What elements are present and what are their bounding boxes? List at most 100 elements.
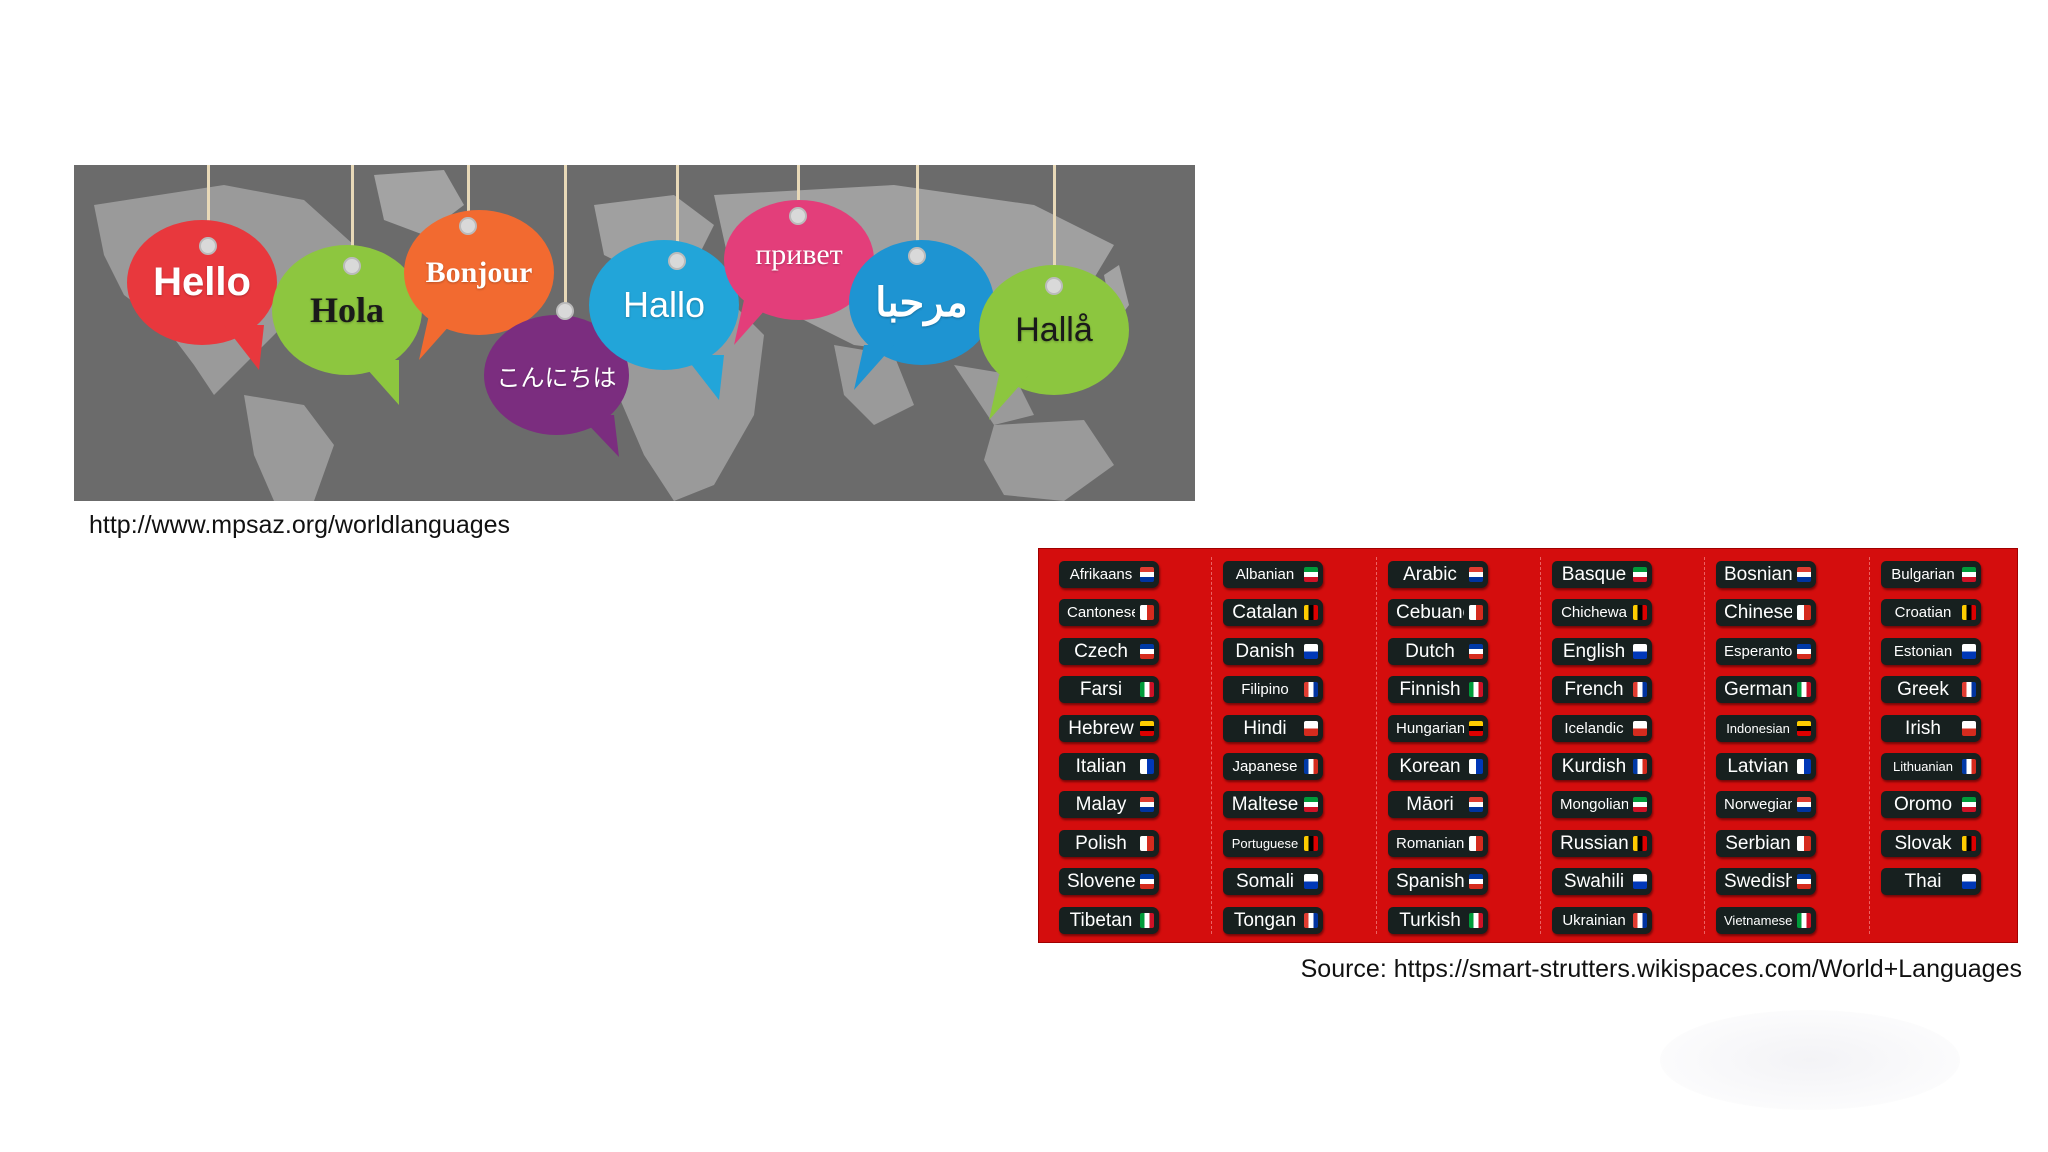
string-knot	[1045, 277, 1063, 295]
language-tag: Kurdish	[1552, 753, 1652, 780]
column-divider	[1376, 557, 1377, 934]
flag-icon	[1469, 759, 1483, 774]
language-tag: Latvian	[1716, 753, 1816, 780]
language-tag: Arabic	[1388, 561, 1488, 588]
language-label: Danish	[1235, 640, 1295, 662]
flag-icon	[1140, 759, 1154, 774]
language-label: Chinese	[1724, 602, 1792, 624]
language-label: Greek	[1897, 679, 1949, 701]
language-label: Icelandic	[1564, 719, 1624, 737]
flag-icon	[1962, 605, 1976, 621]
language-label: Portuguese	[1231, 835, 1299, 851]
language-tag: Korean	[1388, 753, 1488, 780]
language-tag: Catalan	[1223, 599, 1323, 627]
language-tag: Serbian	[1716, 829, 1816, 857]
bubble-text: Hallå	[1015, 310, 1093, 349]
speech-bubble-bonjour: Bonjour	[404, 210, 554, 335]
language-label: Hindi	[1243, 717, 1287, 739]
language-tag: Maltese	[1223, 791, 1323, 819]
language-tag: Italian	[1059, 753, 1159, 780]
language-label: Estonian	[1893, 642, 1953, 660]
bubble-text: привет	[755, 238, 843, 271]
language-tag: Cantonese	[1059, 599, 1159, 627]
language-tag: Esperanto	[1716, 637, 1816, 665]
language-tag: Filipino	[1223, 676, 1323, 704]
flag-icon	[1797, 567, 1811, 582]
language-label: Maltese	[1231, 794, 1299, 816]
language-label: Indonesian	[1726, 720, 1790, 736]
language-tag: Finnish	[1388, 676, 1488, 704]
bubble-tail	[854, 345, 894, 390]
string-knot	[459, 217, 477, 235]
bubble-text: こんにちは	[496, 364, 617, 392]
flag-icon	[1469, 605, 1483, 621]
flag-icon	[1633, 682, 1647, 698]
flag-icon	[1304, 682, 1318, 698]
flag-icon	[1633, 720, 1647, 736]
language-tag: Swahili	[1552, 868, 1652, 896]
flag-icon	[1797, 682, 1811, 698]
flag-icon	[1633, 797, 1647, 813]
language-tag: Russian	[1552, 829, 1652, 857]
language-label: Somali	[1235, 871, 1295, 893]
language-tag: Vietnamese	[1716, 906, 1816, 934]
flag-icon	[1797, 759, 1811, 774]
language-tag: Greek	[1881, 676, 1981, 704]
language-tag: Slovene	[1059, 868, 1159, 896]
language-tag: Malay	[1059, 791, 1159, 819]
language-tag: Ukrainian	[1552, 906, 1652, 934]
flag-icon	[1797, 874, 1811, 890]
flag-icon	[1469, 720, 1483, 736]
language-tag: Bulgarian	[1881, 561, 1981, 588]
flag-icon	[1633, 874, 1647, 890]
language-label: Hebrew	[1068, 717, 1134, 739]
bubble-tail	[989, 375, 1029, 420]
banner-source-caption: http://www.mpsaz.org/worldlanguages	[89, 511, 511, 539]
language-tag: Chichewa	[1552, 599, 1652, 627]
language-label: Irish	[1905, 717, 1941, 739]
flag-icon	[1140, 682, 1154, 698]
column-divider	[1704, 557, 1705, 934]
language-label: Korean	[1399, 756, 1461, 777]
language-label: Farsi	[1079, 679, 1123, 701]
bubble-tail	[359, 360, 399, 405]
language-label: German	[1724, 679, 1792, 701]
language-tag: Swedish	[1716, 868, 1816, 896]
language-tag: Tongan	[1223, 906, 1323, 934]
language-tag: French	[1552, 676, 1652, 704]
flag-icon	[1633, 643, 1647, 659]
language-label: Dutch	[1405, 640, 1455, 662]
language-label: Polish	[1075, 832, 1127, 854]
language-label: Māori	[1406, 794, 1454, 816]
language-label: Tibetan	[1069, 909, 1133, 931]
language-label: Swedish	[1724, 871, 1792, 893]
language-tag: Portuguese	[1223, 829, 1323, 857]
language-label: Japanese	[1232, 758, 1298, 775]
flag-icon	[1962, 720, 1976, 736]
flag-icon	[1962, 567, 1976, 582]
flag-icon	[1797, 797, 1811, 813]
language-tag: Dutch	[1388, 637, 1488, 665]
language-label: English	[1562, 640, 1626, 662]
language-label: Swahili	[1563, 871, 1625, 893]
language-tag: Chinese	[1716, 599, 1816, 627]
language-tag: Somali	[1223, 868, 1323, 896]
language-tag: Croatian	[1881, 599, 1981, 627]
language-tag: Romanian	[1388, 829, 1488, 857]
flag-icon	[1962, 643, 1976, 659]
flag-icon	[1469, 567, 1483, 582]
faint-watermark	[1660, 1010, 1960, 1110]
language-label: Serbian	[1725, 832, 1791, 854]
flag-icon	[1962, 835, 1976, 851]
language-label: Lithuanian	[1893, 759, 1953, 774]
bubble-tail	[734, 300, 774, 345]
string-knot	[556, 302, 574, 320]
language-tag: Spanish	[1388, 868, 1488, 896]
language-tag: Hungarian	[1388, 714, 1488, 742]
language-label: Turkish	[1399, 909, 1461, 931]
language-label: Hungarian	[1396, 719, 1464, 737]
bubble-tail	[684, 355, 724, 400]
flag-icon	[1797, 720, 1811, 736]
language-label: Bulgarian	[1891, 566, 1955, 583]
